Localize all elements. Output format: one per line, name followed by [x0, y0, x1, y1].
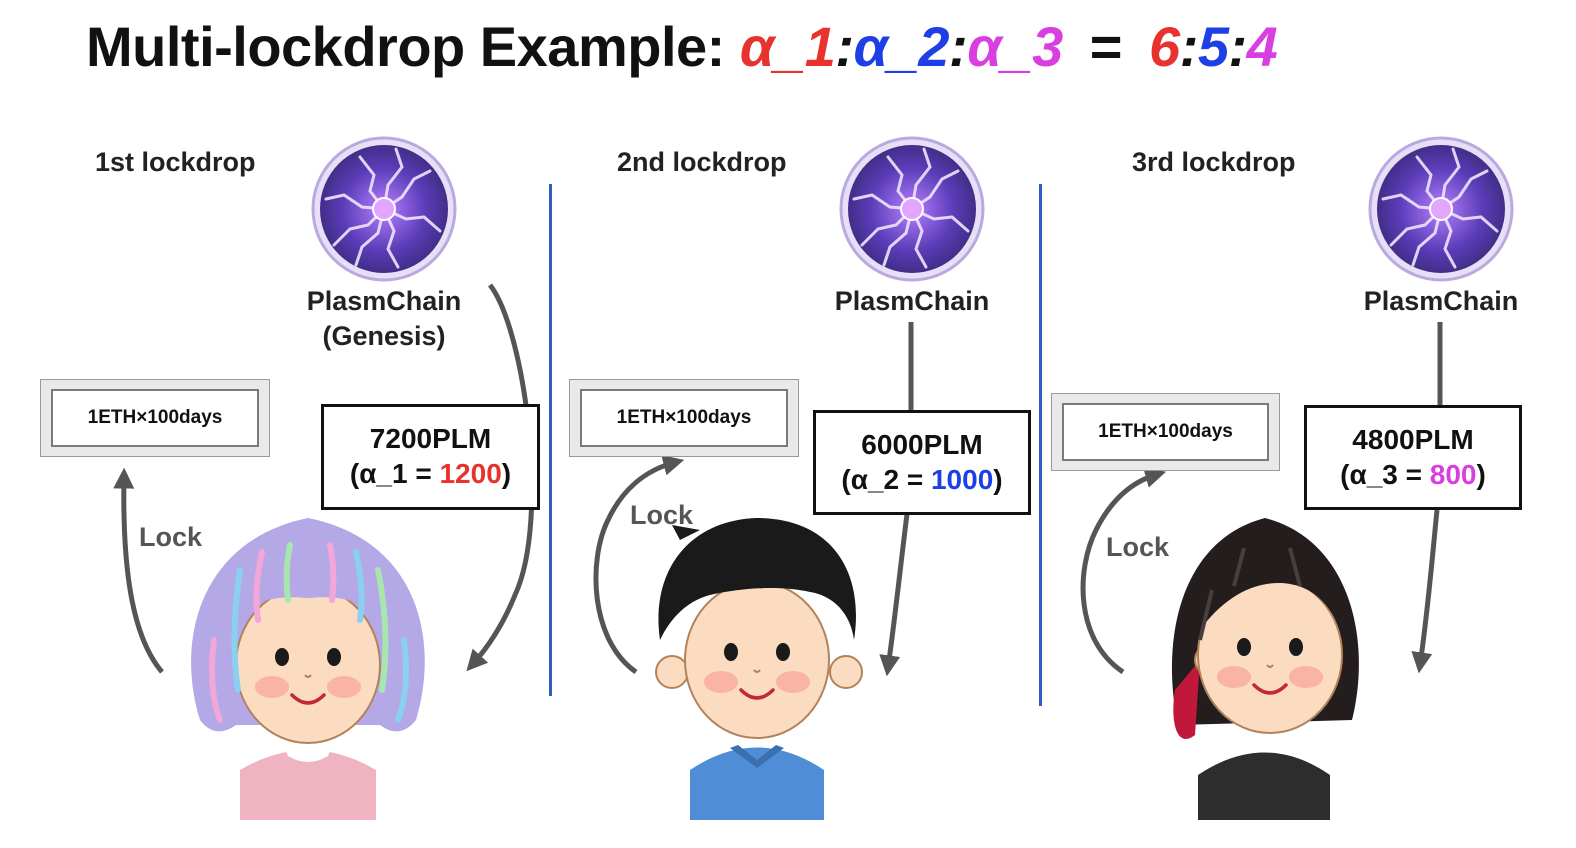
plasm-orb-icon-2 — [839, 136, 985, 282]
page-title: Multi-lockdrop Example: α_1:α_2:α_3 = 6:… — [86, 14, 1278, 79]
plm-amount-3: 4800PLM — [1352, 424, 1474, 455]
chain-name-2: PlasmChain — [834, 286, 990, 316]
chain-label-1: PlasmChain (Genesis) — [284, 284, 484, 354]
lock-label-3: Lock — [1106, 532, 1170, 562]
reward-arrow-2 — [879, 513, 910, 677]
lock-label-2: Lock — [630, 500, 694, 530]
title-sep-1: : — [835, 15, 854, 78]
chain-name-1: PlasmChain — [306, 286, 462, 316]
lock-box-3: 1ETH×100days — [1051, 393, 1280, 471]
panel-label-3: 3rd lockdrop — [1132, 147, 1296, 177]
title-ratio-3: 4 — [1246, 15, 1278, 78]
plm-box-2: 6000PLM (α_2 = 1000) — [813, 410, 1031, 515]
lock-box-1: 1ETH×100days — [40, 379, 270, 457]
avatar-girl-pastel-hair — [191, 518, 425, 820]
alpha-line-3: (α_3 = 800) — [1307, 457, 1519, 492]
lock-box-2: 1ETH×100days — [569, 379, 799, 457]
lock-arrow-2 — [593, 454, 685, 675]
panel-label-2: 2nd lockdrop — [617, 147, 787, 177]
alpha-line-1: (α_1 = 1200) — [324, 456, 537, 491]
panel-divider-2 — [1039, 184, 1042, 706]
alpha-prefix-2: (α_2 = — [841, 464, 931, 495]
chain-label-2: PlasmChain — [812, 284, 1012, 319]
chain-label-3: PlasmChain — [1341, 284, 1541, 319]
alpha-suffix-1: ) — [501, 458, 512, 489]
alpha-value-3: 800 — [1429, 459, 1477, 490]
title-alpha-2: α_2 — [853, 15, 950, 78]
alpha-value-2: 1000 — [930, 464, 994, 495]
plasm-orb-icon-1 — [311, 136, 457, 282]
panel-label-1: 1st lockdrop — [95, 147, 256, 177]
alpha-line-2: (α_2 = 1000) — [816, 462, 1028, 497]
plm-box-1: 7200PLM (α_1 = 1200) — [321, 404, 540, 510]
avatar-boy-black-hair — [655, 518, 863, 820]
title-sep-2: : — [949, 15, 968, 78]
title-equals: = — [1089, 15, 1123, 78]
lock-box-text-3: 1ETH×100days — [1062, 403, 1269, 461]
avatar-person-dark-red-hair — [1171, 518, 1359, 820]
chain-name-3: PlasmChain — [1363, 286, 1519, 316]
alpha-value-1: 1200 — [439, 458, 502, 489]
title-sep-4: : — [1228, 15, 1248, 78]
plm-amount-2: 6000PLM — [861, 429, 983, 460]
lock-box-text-2: 1ETH×100days — [580, 389, 788, 447]
lock-label-1: Lock — [139, 522, 203, 552]
chain-subtitle-1: (Genesis) — [322, 321, 446, 351]
lock-arrow-3 — [1080, 467, 1167, 675]
alpha-suffix-2: ) — [993, 464, 1003, 495]
alpha-prefix-3: (α_3 = — [1340, 459, 1430, 490]
plasm-orb-icon-3 — [1368, 136, 1514, 282]
title-ratio-1: 6 — [1149, 15, 1180, 78]
alpha-prefix-1: (α_1 = — [349, 458, 440, 489]
lock-arrow-1 — [113, 467, 164, 674]
title-prefix: Multi-lockdrop Example: — [86, 15, 725, 78]
reward-arrow-3 — [1411, 509, 1440, 674]
lock-box-text-1: 1ETH×100days — [51, 389, 259, 447]
plm-amount-1: 7200PLM — [369, 423, 492, 454]
alpha-suffix-3: ) — [1476, 459, 1486, 490]
panel-divider-1 — [549, 184, 552, 696]
title-alpha-3: α_3 — [967, 15, 1063, 78]
title-alpha-1: α_1 — [739, 15, 836, 78]
title-ratio-2: 5 — [1197, 15, 1229, 78]
plm-box-3: 4800PLM (α_3 = 800) — [1304, 405, 1522, 510]
title-sep-3: : — [1179, 15, 1199, 78]
reward-arrow-1 — [466, 283, 535, 672]
